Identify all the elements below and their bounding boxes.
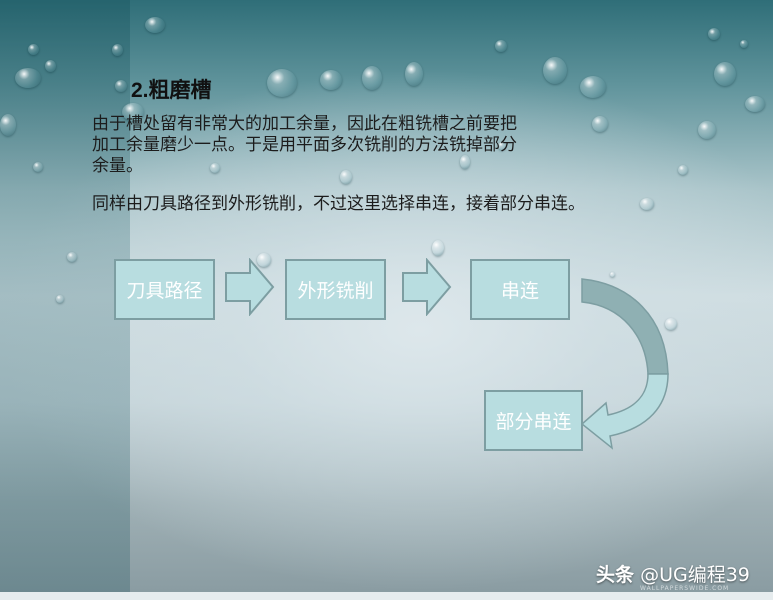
- flow-step-toolpath: 刀具路径: [114, 259, 215, 320]
- flow-step-label: 外形铣削: [297, 280, 374, 302]
- paragraph-2: 同样由刀具路径到外形铣削，不过这里选择串连，接着部分串连。: [92, 194, 585, 214]
- flow-step-contour: 外形铣削: [285, 259, 386, 320]
- flow-step-label: 刀具路径: [126, 280, 203, 302]
- background-band: [0, 0, 130, 592]
- flow-step-chain: 串连: [470, 259, 570, 320]
- paragraph-1-line: 加工余量磨少一点。于是用平面多次铣削的方法铣掉部分: [92, 135, 517, 155]
- paragraph-1-line: 由于槽处留有非常大的加工余量，因此在粗铣槽之前要把: [92, 114, 517, 134]
- paragraph-1: 由于槽处留有非常大的加工余量，因此在粗铣槽之前要把 加工余量磨少一点。于是用平面…: [92, 114, 517, 177]
- arrow-right-icon: [225, 258, 275, 316]
- watermark: 头条 @UG编程39: [596, 560, 750, 587]
- watermark-handle: @UG编程39: [640, 564, 750, 586]
- watermark-brand: 头条: [596, 564, 635, 586]
- flow-step-label: 部分串连: [495, 411, 572, 433]
- curved-arrow-icon: [580, 278, 669, 450]
- arrow-right-icon: [402, 258, 452, 316]
- paragraph-1-line: 余量。: [92, 156, 143, 176]
- flow-step-partial-chain: 部分串连: [484, 390, 583, 451]
- wallpaper-credit: WALLPAPERSWIDE.COM: [640, 585, 730, 592]
- flow-step-label: 串连: [500, 280, 539, 302]
- bottom-strip: [0, 592, 773, 600]
- slide-title: 2.粗磨槽: [131, 79, 212, 102]
